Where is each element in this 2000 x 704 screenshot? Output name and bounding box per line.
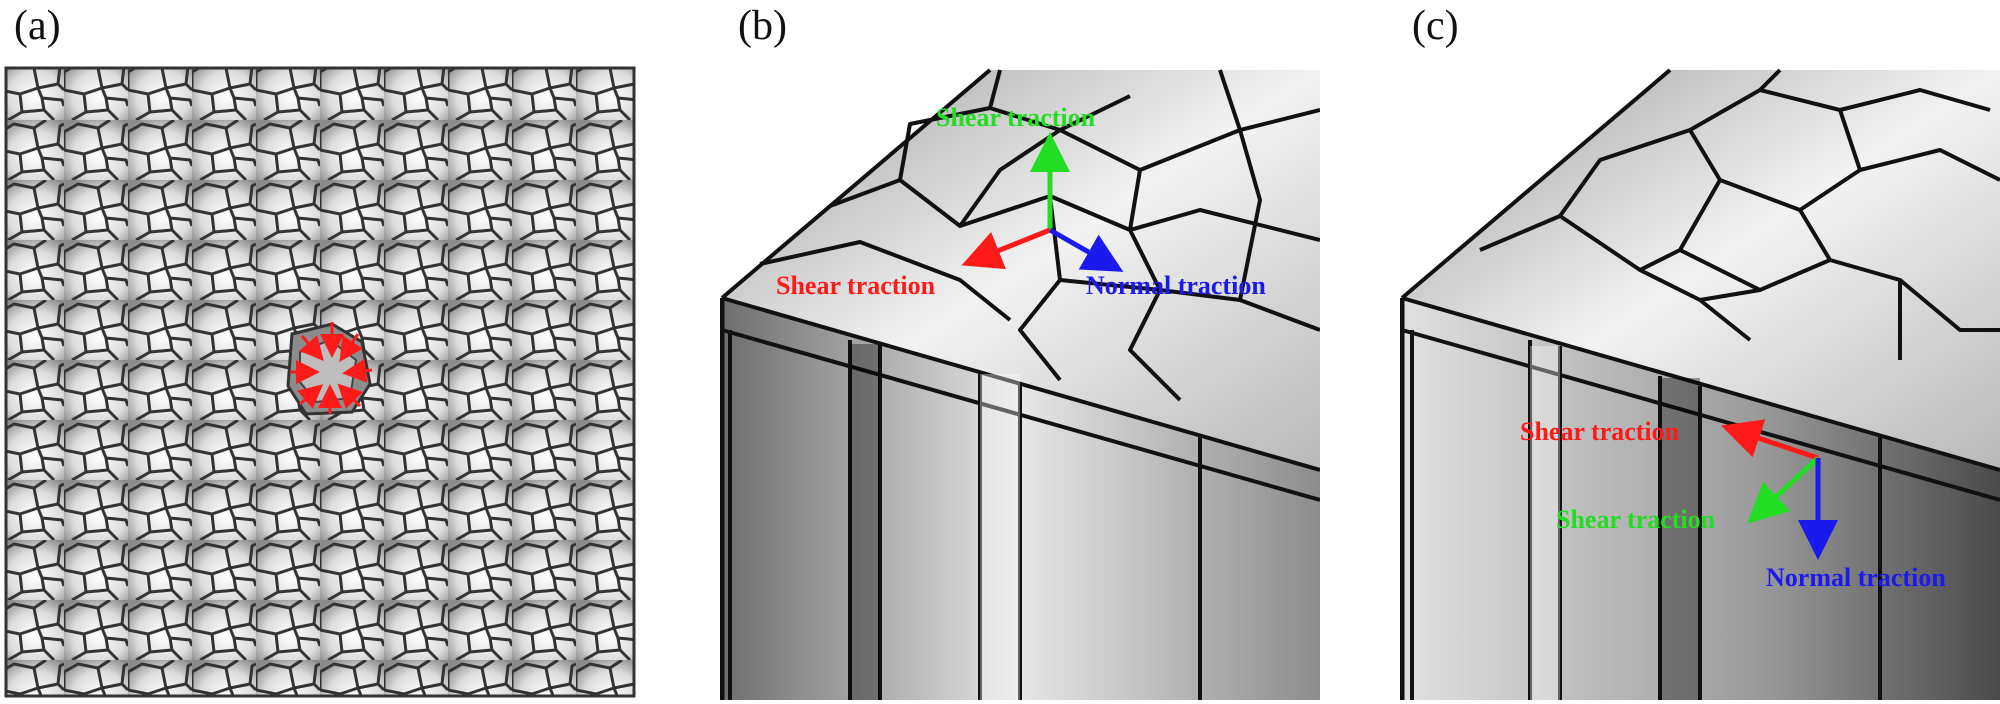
normal-traction-label: Normal traction <box>1086 271 1266 300</box>
panel-c-block <box>1400 68 2000 700</box>
normal-traction-label: Normal traction <box>1766 563 1946 592</box>
panel-c-label: (c) <box>1412 3 1459 49</box>
shear-traction-left-arrow-icon <box>961 227 1051 270</box>
shear-traction-label-up: Shear traction <box>936 103 1096 132</box>
arrow-icon <box>342 358 373 383</box>
normal-traction-arrow-icon <box>1048 227 1124 272</box>
shear-traction-label-left: Shear traction <box>1520 417 1680 446</box>
arrow-icon <box>299 335 324 362</box>
shear-traction-left-arrow-icon <box>1721 419 1819 461</box>
arrow-icon <box>339 333 363 362</box>
arrow-icon <box>297 384 324 409</box>
panel-c-tractions: Shear traction Shear traction Normal tra… <box>1520 417 1946 592</box>
arrow-icon <box>337 383 363 409</box>
panel-a-label: (a) <box>14 3 61 49</box>
shear-traction-label-diag: Shear traction <box>1556 505 1716 534</box>
panel-b-tractions: Shear traction Shear traction Normal tra… <box>776 103 1266 300</box>
panel-a-grain-mesh <box>4 66 636 698</box>
panel-b-label: (b) <box>738 3 787 49</box>
panel-b-block <box>720 68 1320 700</box>
shear-traction-label-left: Shear traction <box>776 271 936 300</box>
shear-traction-diag-arrow-icon <box>1747 456 1820 524</box>
compression-arrows <box>290 322 373 414</box>
